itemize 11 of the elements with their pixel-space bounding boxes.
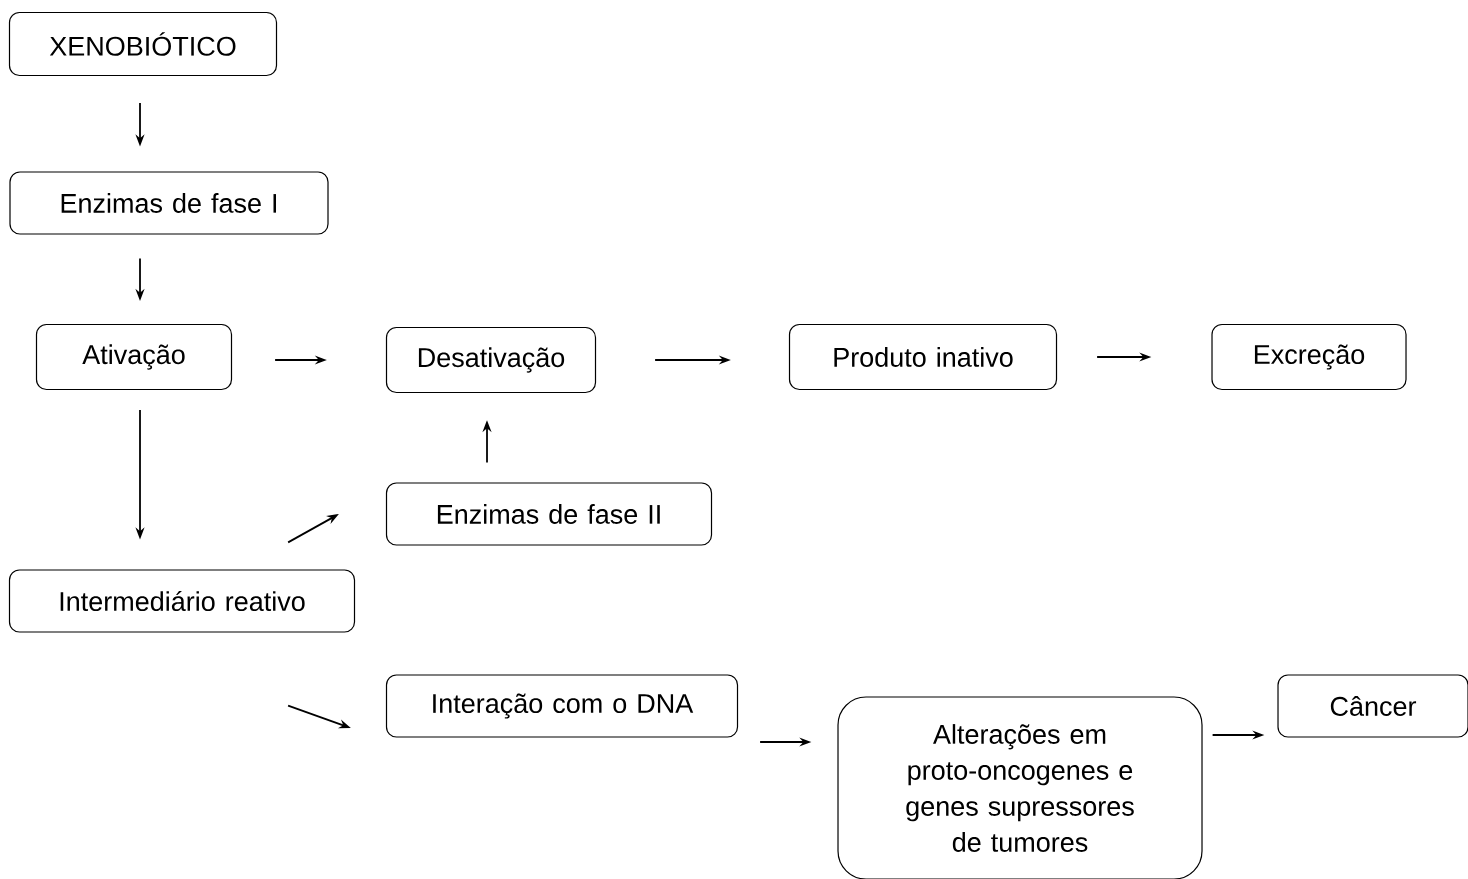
process-box: Interação com o DNA	[385, 674, 739, 738]
process-box: Enzimas de fase I	[9, 171, 329, 235]
process-box: Câncer	[1277, 674, 1468, 738]
process-box: Excreção	[1211, 323, 1407, 391]
process-box: XENOBIÓTICO	[8, 11, 278, 77]
process-box: Enzimas de fase II	[385, 482, 713, 546]
process-box: Ativação	[35, 323, 233, 391]
process-box: Produto inativo	[788, 323, 1058, 391]
process-box: Intermediário reativo	[8, 569, 356, 633]
process-box: Desativação	[385, 326, 597, 394]
process-box: Alterações em proto-oncogenes e genes supressores de tumores	[837, 696, 1203, 879]
